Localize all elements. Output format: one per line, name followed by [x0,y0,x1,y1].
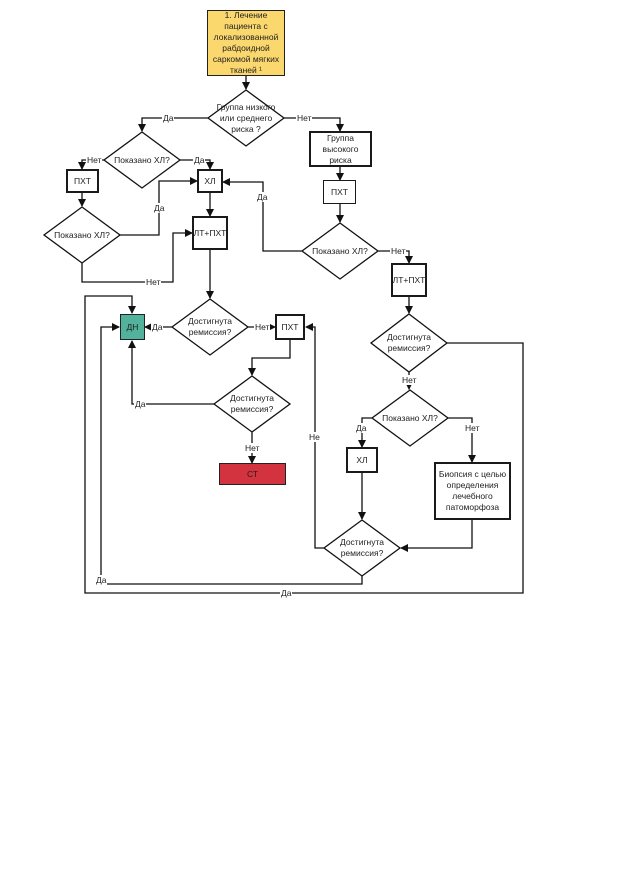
edge-label-rem-right-yes: Да [280,588,293,598]
start-node[interactable]: 1. Лечение пациента с локализованной раб… [207,10,285,76]
dn-label: ДН [126,321,139,332]
pht-left-label: ПХТ [74,175,91,186]
diamond-q-hl-right [300,222,380,280]
hl-center-label: ХЛ [204,175,216,186]
st-node[interactable]: СТ [219,463,286,485]
diamond-q-rem-center [170,298,250,356]
edge-label-hl-right-yes: Да [256,192,269,202]
edge-label-hl-left2-no: Нет [145,277,162,287]
edge-label-hl-right2-no: Нет [464,423,481,433]
start-node-label: 1. Лечение пациента с локализованной раб… [212,10,280,75]
q-hl-right2-label: Показано ХЛ? [382,412,438,423]
high-risk-node[interactable]: Группа высокого риска [309,131,372,167]
hl-right-label: ХЛ [356,454,368,465]
edge-label-rem-center2-no: Нет [244,443,261,453]
lt-pht-right-label: ЛТ+ПХТ [392,274,426,285]
pht-center2-label: ПХТ [281,321,299,332]
edge-label-rem-right-no: Нет [401,375,418,385]
q-rem-right-label: Достигнута ремиссия? [386,332,432,353]
pht-right-node[interactable]: ПХТ [323,180,356,204]
edge-label-hl-right-no: Нет [390,246,407,256]
dn-node[interactable]: ДН [120,314,145,340]
q-rem-bottom-label: Достигнута ремиссия? [339,537,385,558]
edge-label-risk-no: Нет [296,113,313,123]
edge-label-rem-center2-yes: Да [134,399,147,409]
hl-right-node[interactable]: ХЛ [346,447,378,473]
diamond-q-risk [206,89,286,147]
lt-pht-center-label: ЛТ+ПХТ [193,227,227,238]
lt-pht-center-node[interactable]: ЛТ+ПХТ [192,216,228,250]
edge-label-hl-right2-yes: Да [355,423,368,433]
q-rem-center2-label: Достигнута ремиссия? [229,393,275,414]
biopsy-label: Биопсия с целью определения лечебного па… [438,469,507,512]
edge-label-hl-left2-yes: Да [153,203,166,213]
edge-label-rem-center-yes: Да [151,322,164,332]
st-label: СТ [246,468,259,479]
edge-label-rem-bottom-no: Не [308,432,321,442]
diamond-q-hl-left [102,131,182,189]
pht-center2-node[interactable]: ПХТ [275,314,305,340]
edge-label-rem-bottom-yes: Да [95,575,108,585]
q-rem-center-label: Достигнута ремиссия? [187,316,233,337]
high-risk-label: Группа высокого риска [322,132,359,165]
edge-label-rem-center-no: Нет [254,322,271,332]
lt-pht-right-node[interactable]: ЛТ+ПХТ [391,263,427,297]
q-hl-right-label: Показано ХЛ? [312,245,368,256]
edge-label-hl-left-no: Нет [86,155,103,165]
biopsy-node[interactable]: Биопсия с целью определения лечебного па… [434,462,511,520]
pht-right-label: ПХТ [331,186,348,197]
q-hl-left-label: Показано ХЛ? [114,154,170,165]
diamond-q-hl-right2 [370,389,450,447]
hl-center-node[interactable]: ХЛ [197,169,223,193]
q-risk-label: Группа низкого или среднего риска ? [216,101,276,134]
edge-label-risk-yes: Да [162,113,175,123]
pht-left-node[interactable]: ПХТ [66,169,99,193]
edge-label-hl-left-yes: Да [193,155,206,165]
q-hl-left2-label: Показано ХЛ? [54,229,110,240]
